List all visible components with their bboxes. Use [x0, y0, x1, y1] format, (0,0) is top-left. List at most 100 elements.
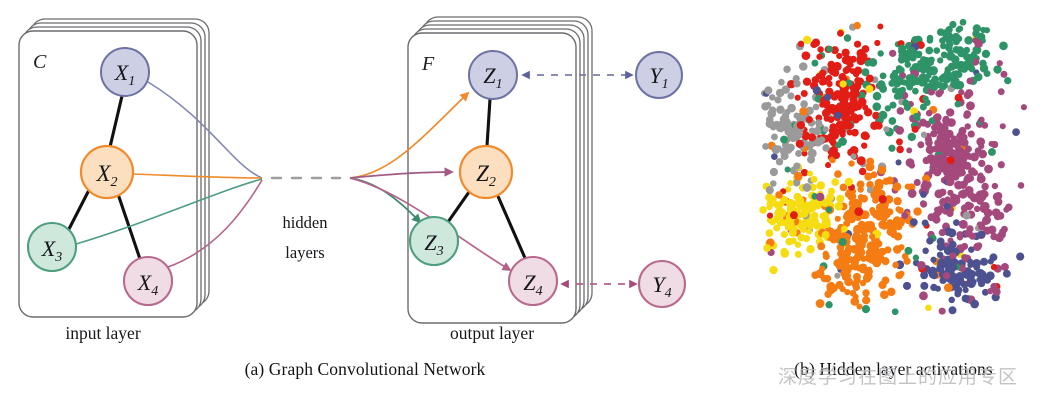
scatter-point — [784, 186, 792, 193]
scatter-point — [961, 150, 969, 158]
scatter-point — [991, 208, 1001, 218]
input-node-x3[interactable]: X3 — [26, 221, 78, 273]
scatter-point — [928, 271, 935, 278]
scatter-point — [896, 107, 905, 115]
scatter-point — [829, 235, 838, 244]
scatter-point — [837, 127, 846, 136]
scatter-point — [917, 59, 924, 67]
scatter-point — [849, 289, 857, 297]
scatter-point — [933, 47, 941, 54]
scatter-point — [844, 177, 854, 187]
scatter-point — [967, 174, 975, 182]
scatter-point — [825, 162, 832, 169]
scatter-point — [898, 51, 907, 60]
output-node-z3[interactable]: Z3 — [408, 215, 460, 267]
gcn-diagram: C F X1 X2 X3 X4 Z1 — [18, 16, 687, 343]
scatter-point — [966, 188, 973, 196]
panel-graph-convolutional-network: C F X1 X2 X3 X4 Z1 — [18, 16, 687, 379]
panel-a-caption: (a) Graph Convolutional Network — [244, 359, 486, 379]
scatter-point — [961, 294, 970, 303]
scatter-point — [934, 189, 944, 199]
scatter-point — [853, 40, 862, 48]
scatter-point — [856, 156, 866, 166]
scatter-point — [831, 178, 840, 187]
scatter-point — [956, 231, 964, 239]
scatter-point — [844, 65, 852, 73]
scatter-point — [853, 245, 862, 254]
scatter-point — [1005, 203, 1013, 212]
scatter-point — [794, 241, 802, 248]
scatter-point — [874, 39, 881, 47]
scatter-point — [946, 156, 955, 165]
scatter-point — [868, 233, 876, 240]
scatter-point — [980, 202, 989, 211]
scatter-point — [861, 142, 868, 149]
scatter-point — [811, 212, 819, 220]
scatter-point — [873, 255, 881, 263]
scatter-point — [831, 68, 840, 77]
scatter-point — [844, 190, 852, 198]
scatter-point — [816, 53, 823, 60]
scatter-point — [951, 76, 960, 86]
target-node-y1[interactable]: Y1 — [635, 51, 683, 99]
scatter-point — [830, 139, 837, 147]
output-node-z1[interactable]: Z1 — [468, 50, 518, 100]
scatter-point — [869, 206, 876, 214]
scatter-point — [861, 305, 871, 314]
scatter-point — [765, 229, 774, 238]
target-node-y4[interactable]: Y4 — [637, 259, 687, 309]
scatter-point — [768, 218, 777, 226]
scatter-point — [903, 257, 911, 265]
scatter-point — [917, 260, 926, 270]
scatter-point — [1017, 182, 1025, 189]
scatter-point — [845, 59, 853, 67]
scatter-point — [953, 197, 961, 205]
scatter-point — [819, 69, 827, 77]
scatter-point — [1012, 128, 1020, 136]
scatter-point — [954, 180, 963, 190]
scatter-point — [904, 61, 911, 68]
scatter-point — [952, 219, 960, 227]
scatter-point — [872, 196, 879, 204]
scatter-point — [793, 171, 803, 181]
input-node-x1[interactable]: X1 — [100, 47, 150, 97]
output-node-z2[interactable]: Z2 — [458, 144, 514, 200]
output-node-z4[interactable]: Z4 — [507, 255, 559, 307]
scatter-point — [815, 269, 825, 279]
scatter-point — [997, 88, 1005, 96]
scatter-point — [860, 131, 870, 140]
scatter-point — [858, 264, 866, 273]
scatter-point — [905, 158, 915, 168]
scatter-point — [972, 29, 980, 38]
scatter-point — [779, 115, 789, 124]
scatter-point — [807, 139, 816, 148]
scatter-point — [870, 171, 878, 179]
scatter-point — [930, 283, 938, 292]
output-graph-edges — [446, 97, 527, 260]
scatter-point — [960, 133, 968, 141]
scatter-point — [960, 138, 969, 147]
scatter-point — [808, 127, 816, 134]
scatter-point — [771, 133, 778, 141]
scatter-point — [801, 150, 808, 157]
scatter-point — [844, 289, 851, 296]
scatter-point — [907, 132, 916, 142]
scatter-point — [992, 192, 1002, 202]
scatter-point — [826, 45, 833, 53]
scatter-point — [854, 66, 863, 75]
scatter-point — [872, 91, 882, 101]
scatter-point — [921, 219, 929, 227]
scatter-point — [775, 191, 783, 199]
input-node-x4[interactable]: X4 — [122, 255, 174, 307]
scatter-point — [806, 228, 813, 235]
scatter-point — [835, 141, 842, 149]
scatter-point — [912, 87, 919, 95]
scatter-point — [775, 157, 784, 166]
scatter-point — [963, 53, 971, 61]
scatter-point — [1000, 262, 1009, 271]
input-node-x2[interactable]: X2 — [79, 144, 135, 200]
scatter-point — [958, 219, 968, 229]
scatter-point — [893, 232, 903, 241]
scatter-point — [920, 271, 929, 280]
scatter-point — [874, 182, 883, 191]
